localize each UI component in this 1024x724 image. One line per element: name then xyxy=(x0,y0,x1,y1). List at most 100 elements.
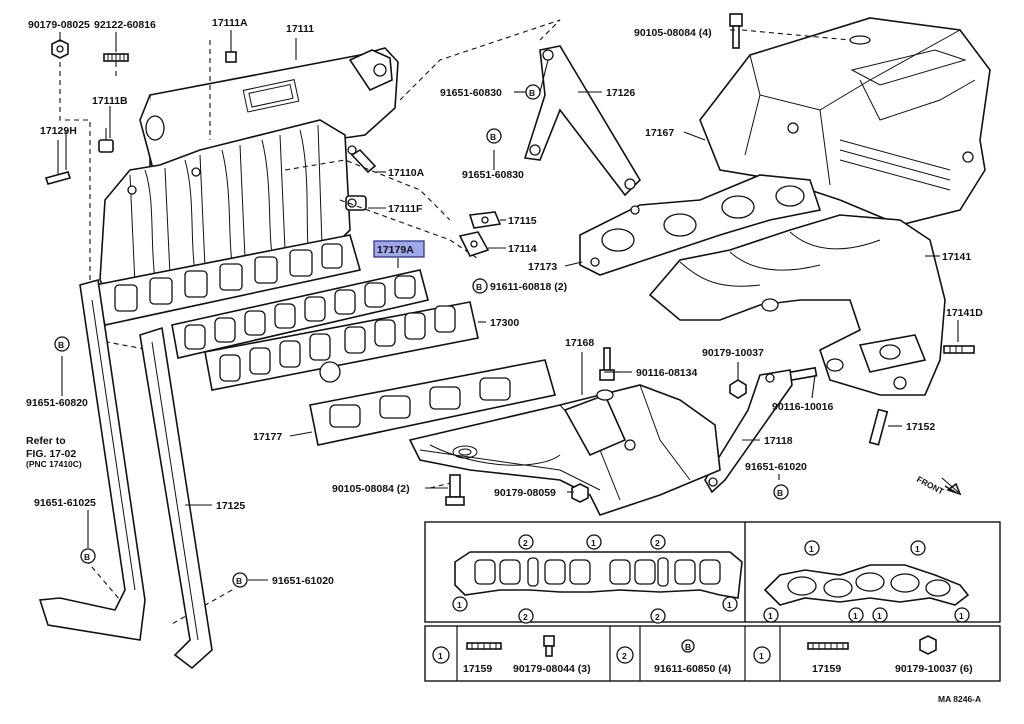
label-17168: 17168 xyxy=(565,337,594,349)
svg-text:1: 1 xyxy=(768,611,773,621)
svg-text:B: B xyxy=(777,488,783,498)
svg-text:2: 2 xyxy=(523,538,528,548)
intake-manifold xyxy=(94,47,399,326)
fastener-90179-08025 xyxy=(51,39,69,59)
svg-text:B: B xyxy=(58,340,64,350)
highlight-17179A xyxy=(373,240,425,258)
label-17152: 17152 xyxy=(906,421,935,433)
union-17111B xyxy=(98,128,114,153)
label-17173: 17173 xyxy=(528,261,557,273)
svg-text:FRONT: FRONT xyxy=(915,474,946,497)
refer-line-3: (PNC 17410C) xyxy=(26,459,82,469)
label-90116-10016: 90116-10016 xyxy=(772,401,833,413)
label-91651-60820: 91651-60820 xyxy=(26,397,88,409)
svg-text:1: 1 xyxy=(809,544,814,554)
heat-insulator-17167 xyxy=(699,17,991,226)
label-17129H: 17129H xyxy=(40,125,77,137)
stay-left xyxy=(38,278,146,641)
label-90179-10037: 90179-10037 xyxy=(702,347,764,359)
part-labels: 90179-08025 92122-60816 17111A 17111 171… xyxy=(26,17,983,587)
gasket-17114 xyxy=(458,231,490,257)
svg-text:B: B xyxy=(685,642,691,652)
bolt-90105-08084-bottom xyxy=(445,474,465,506)
label-17126: 17126 xyxy=(606,87,635,99)
label-17111B: 17111B xyxy=(92,95,128,107)
gasket-detail-box xyxy=(424,521,1001,623)
gasket-17115 xyxy=(468,211,502,229)
bolt-17129H xyxy=(44,140,72,185)
exhaust-manifold-17141 xyxy=(648,214,946,396)
refer-line-1: Refer to xyxy=(26,435,66,447)
gasket-17300 xyxy=(204,301,479,391)
label-90116-08134: 90116-08134 xyxy=(636,367,697,379)
nipple-17110A xyxy=(347,145,377,174)
label-17111F: 17111F xyxy=(388,203,423,215)
stud-90116-10016 xyxy=(788,366,818,382)
label-91651-61020-b: 91651-61020 xyxy=(272,575,334,587)
svg-text:2: 2 xyxy=(523,612,528,622)
svg-text:2: 2 xyxy=(622,651,627,661)
label-91611-60818: 91611-60818 (2) xyxy=(490,281,567,293)
svg-text:1: 1 xyxy=(959,611,964,621)
label-91651-61020-a: 91651-61020 xyxy=(745,461,807,473)
label-92122-60816: 92122-60816 xyxy=(94,19,156,31)
front-arrow: FRONT xyxy=(915,474,962,497)
legend-17159-b: 17159 xyxy=(812,663,841,675)
gasket-17179A xyxy=(171,269,429,359)
stud-90116-08134 xyxy=(599,347,615,381)
svg-text:B: B xyxy=(529,88,535,98)
union-17111F xyxy=(345,195,367,211)
label-90105-08084-4: 90105-08084 (4) xyxy=(634,27,712,39)
label-17167: 17167 xyxy=(645,127,674,139)
svg-text:B: B xyxy=(84,552,90,562)
stud-17152 xyxy=(868,408,889,446)
legend-90179-08044: 90179-08044 (3) xyxy=(513,663,591,675)
legend-17159-a: 17159 xyxy=(463,663,492,675)
stay-17118 xyxy=(704,369,793,494)
label-17111: 17111 xyxy=(286,23,314,35)
refer-line-2: FIG. 17-02 xyxy=(26,448,76,460)
label-17177: 17177 xyxy=(253,431,282,443)
svg-text:2: 2 xyxy=(655,538,660,548)
label-17118: 17118 xyxy=(764,435,793,447)
label-17115: 17115 xyxy=(508,215,537,227)
bolt-marker-b: B B B B B B B xyxy=(54,84,789,588)
label-91651-61025: 91651-61025 xyxy=(34,497,96,509)
gasket-17173 xyxy=(579,174,822,276)
heat-insulator-17168 xyxy=(408,384,721,516)
label-90179-08025: 90179-08025 xyxy=(28,19,90,31)
label-17141: 17141 xyxy=(942,251,971,263)
plug-17111A xyxy=(225,30,237,63)
legend-90179-10037: 90179-10037 (6) xyxy=(895,663,973,675)
detail-markers: 2 1 2 1 2 2 1 1 1 1 1 1 1 xyxy=(452,534,970,624)
label-17125: 17125 xyxy=(216,500,245,512)
legend-row: 1 2 1 17159 90179-08044 (3) B 91611-6085… xyxy=(424,625,1001,682)
svg-text:1: 1 xyxy=(438,651,443,661)
label-17111A: 17111A xyxy=(212,17,248,29)
svg-text:1: 1 xyxy=(915,544,920,554)
svg-text:1: 1 xyxy=(591,538,596,548)
label-17300: 17300 xyxy=(490,317,519,329)
stud-17141D xyxy=(943,345,975,354)
gasket-17177 xyxy=(309,359,557,446)
label-17141D: 17141D xyxy=(946,307,983,319)
diagram-reference-code: MA 8246-A xyxy=(938,694,981,704)
bolt-90105-08084-top xyxy=(729,13,743,49)
svg-text:B: B xyxy=(490,132,496,142)
label-91651-60830-b: 91651-60830 xyxy=(462,169,524,181)
nut-90179-08059 xyxy=(571,483,589,503)
svg-text:B: B xyxy=(476,282,482,292)
leader-lines xyxy=(59,29,959,581)
nut-90179-10037 xyxy=(729,379,747,399)
label-91651-60830-a: 91651-60830 xyxy=(440,87,502,99)
label-17179A: 17179A xyxy=(377,244,414,256)
svg-text:2: 2 xyxy=(655,612,660,622)
label-90105-08084-2: 90105-08084 (2) xyxy=(332,483,410,495)
stud-92122-60816 xyxy=(103,53,129,62)
bracket-17126 xyxy=(523,45,642,197)
label-17110A: 17110A xyxy=(388,167,425,179)
svg-text:1: 1 xyxy=(853,611,858,621)
svg-text:1: 1 xyxy=(727,600,732,610)
